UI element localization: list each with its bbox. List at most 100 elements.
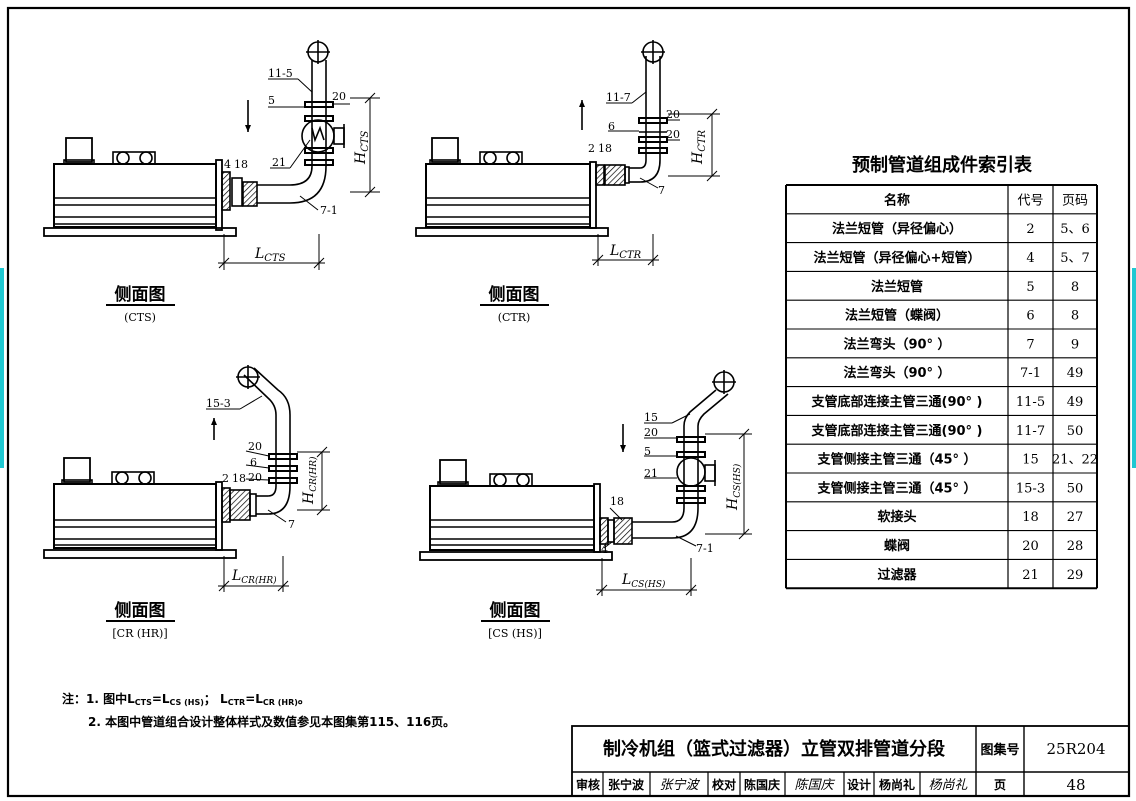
- table-cell: 8: [1071, 280, 1079, 295]
- view-code: (CTR): [498, 311, 531, 324]
- table-cell: 支管底部连接主管三通(90° ): [811, 423, 983, 439]
- view-title: 侧面图: [115, 284, 166, 305]
- design-signature: 杨尚礼: [928, 778, 968, 793]
- callout: 20: [248, 440, 262, 453]
- leader-lines: [606, 91, 680, 189]
- table-cell: 支管底部连接主管三通(90° ): [811, 394, 983, 410]
- drawing-title: 制冷机组（篮式过滤器）立管双排管道分段: [603, 738, 946, 760]
- table-cell: 21: [1022, 568, 1039, 583]
- table-cell: 4: [1026, 251, 1034, 266]
- dim-length-label: LCTR: [609, 243, 642, 261]
- table-cell: 法兰短管（蝶阀）: [845, 308, 949, 324]
- table-cell: 9: [1071, 337, 1079, 352]
- callout: 7: [658, 184, 665, 197]
- leader-lines: [206, 395, 287, 523]
- review-label: 审核: [576, 777, 600, 792]
- dim-length-label: LCTS: [254, 246, 286, 264]
- callout: 21: [272, 156, 286, 169]
- view-title: 侧面图: [489, 284, 540, 305]
- right-edge-mark: [1132, 268, 1136, 468]
- view-title: 侧面图: [490, 600, 541, 621]
- dim-height-label: HCTS: [353, 130, 371, 165]
- design-label: 设计: [847, 777, 871, 792]
- table-cell: 20: [1022, 539, 1039, 554]
- table-cell: 7: [1026, 337, 1034, 352]
- callout: 18: [234, 158, 248, 171]
- callout-labels: 15-3 20 6 20 2 18 7: [206, 397, 295, 531]
- table-cell: 5: [1026, 280, 1034, 295]
- chiller-unit: [419, 459, 613, 561]
- leader-lines: [268, 78, 350, 211]
- callout: 20: [666, 108, 680, 121]
- table-header-cell: 名称: [884, 192, 910, 208]
- piping: [221, 365, 298, 523]
- table-cell: 支管侧接主管三通（45° ）: [816, 452, 976, 468]
- table-header-cell: 代号: [1017, 193, 1043, 208]
- table-header-cell: 页码: [1062, 193, 1088, 208]
- table-cell: 7-1: [1020, 366, 1041, 381]
- table-cell: 15: [1022, 453, 1039, 468]
- left-edge-mark: [0, 268, 4, 468]
- dim-height-label: HCTR: [690, 129, 708, 165]
- table-cell: 11-7: [1016, 424, 1045, 439]
- view-code: [CR (HR)]: [112, 627, 167, 640]
- note-2: 2. 本图中管道组合设计整体样式及数值参见本图集第115、116页。: [88, 714, 455, 729]
- table-cell: 49: [1067, 366, 1084, 381]
- view-code: (CTS): [124, 311, 156, 324]
- callout: 6: [608, 120, 615, 133]
- dimension-lines: [592, 108, 720, 266]
- table-cell: 50: [1067, 424, 1084, 439]
- table-cell: 软接头: [877, 509, 916, 525]
- piping: [221, 40, 345, 211]
- page-label: 页: [994, 778, 1006, 792]
- atlas-number: 25R204: [1046, 740, 1105, 758]
- callout: 18: [232, 472, 246, 485]
- design-name: 杨尚礼: [879, 777, 915, 792]
- table-cell: 支管侧接主管三通（45° ）: [816, 480, 976, 496]
- table-cell: 5、7: [1060, 251, 1090, 266]
- leader-lines: [603, 413, 697, 549]
- table-cell: 法兰弯头（90° ）: [843, 365, 950, 381]
- review-name: 张宁波: [608, 777, 645, 792]
- view-cts: 11-5 5 20 21 4 18 7-1 HCTS LCTS 侧面图 (CTS…: [43, 40, 380, 324]
- callout-labels: 11-7 6 20 20 2 18 7: [588, 91, 680, 197]
- table-cell: 28: [1067, 539, 1084, 554]
- table-cell: 法兰短管: [871, 279, 923, 295]
- callout: 11-7: [606, 91, 631, 104]
- dim-length-label: LCS(HS): [621, 572, 666, 590]
- page-number: 48: [1066, 776, 1085, 794]
- view-ctr: 11-7 6 20 20 2 18 7 HCTR LCTR 侧面图 (CTR): [415, 40, 720, 324]
- dimension-lines: [218, 92, 380, 270]
- table-cell: 法兰弯头（90° ）: [843, 336, 950, 352]
- atlas-label: 图集号: [980, 742, 1019, 758]
- callout: 6: [250, 456, 257, 469]
- callout: 7-1: [320, 204, 338, 217]
- callout: 11-5: [268, 67, 293, 80]
- table-cell: 6: [1026, 309, 1034, 324]
- callout: 2: [222, 472, 229, 485]
- chiller-unit: [43, 457, 237, 559]
- table-cell: 18: [1022, 510, 1039, 525]
- table-cell: 5、6: [1060, 222, 1090, 237]
- callout: 20: [666, 128, 680, 141]
- callout: 20: [248, 471, 262, 484]
- callout-labels: 11-5 5 20 21 4 18 7-1: [224, 67, 346, 217]
- view-cr-hr: 15-3 20 6 20 2 18 7 HCR(HR) LCR(HR) 侧面图 …: [43, 365, 330, 640]
- callout: 4: [224, 158, 231, 171]
- notes: 注：1. 图中LCTS=LCS (HS)； LCTR=LCR (HR)。 2. …: [62, 691, 455, 729]
- callout: 4: [601, 543, 608, 556]
- table-cell: 法兰短管（异径偏心）: [832, 221, 962, 237]
- table-cell: 过滤器: [877, 567, 917, 583]
- title-block: 制冷机组（篮式过滤器）立管双排管道分段 图集号 25R204 审核 张宁波 校对…: [571, 725, 1130, 797]
- check-signature: 陈国庆: [794, 777, 835, 793]
- callout: 7-1: [696, 542, 714, 555]
- table-cell: 11-5: [1016, 395, 1045, 410]
- view-code: [CS (HS)]: [488, 627, 542, 640]
- table-cell: 29: [1067, 568, 1084, 583]
- review-signature: 张宁波: [659, 778, 700, 793]
- table-cell: 27: [1067, 510, 1084, 525]
- callout: 15: [644, 411, 658, 424]
